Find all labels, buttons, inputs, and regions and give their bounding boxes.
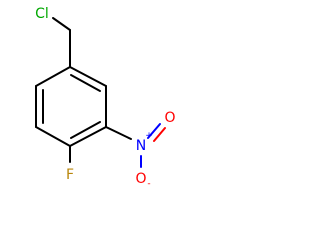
nitrogen-charge: + xyxy=(145,131,153,141)
bond-ch2-cl xyxy=(52,17,71,31)
molecule-diagram: Cl F N + O O - xyxy=(35,6,176,189)
oxygen-bottom-charge: - xyxy=(147,179,150,189)
bond-ring-n xyxy=(105,126,132,140)
structure-canvas: Cl F N + O O - xyxy=(35,6,176,189)
bond-c3-c4 xyxy=(35,126,71,147)
bond-n-o-top-b xyxy=(153,127,166,142)
bond-c4-c5-inner xyxy=(70,121,101,139)
chlorine-label: Cl xyxy=(35,6,49,22)
bond-n-o-top-a xyxy=(147,123,161,139)
bond-c6-c1-inner xyxy=(70,74,101,92)
oxygen-bottom-label: O xyxy=(135,171,146,187)
nitrogen-label: N xyxy=(136,138,146,154)
bond-c4-c5 xyxy=(69,126,107,147)
fluorine-label: F xyxy=(66,167,74,183)
bond-c1-c2 xyxy=(35,66,71,87)
oxygen-top-label: O xyxy=(164,110,175,126)
bond-c6-c1 xyxy=(69,66,107,87)
